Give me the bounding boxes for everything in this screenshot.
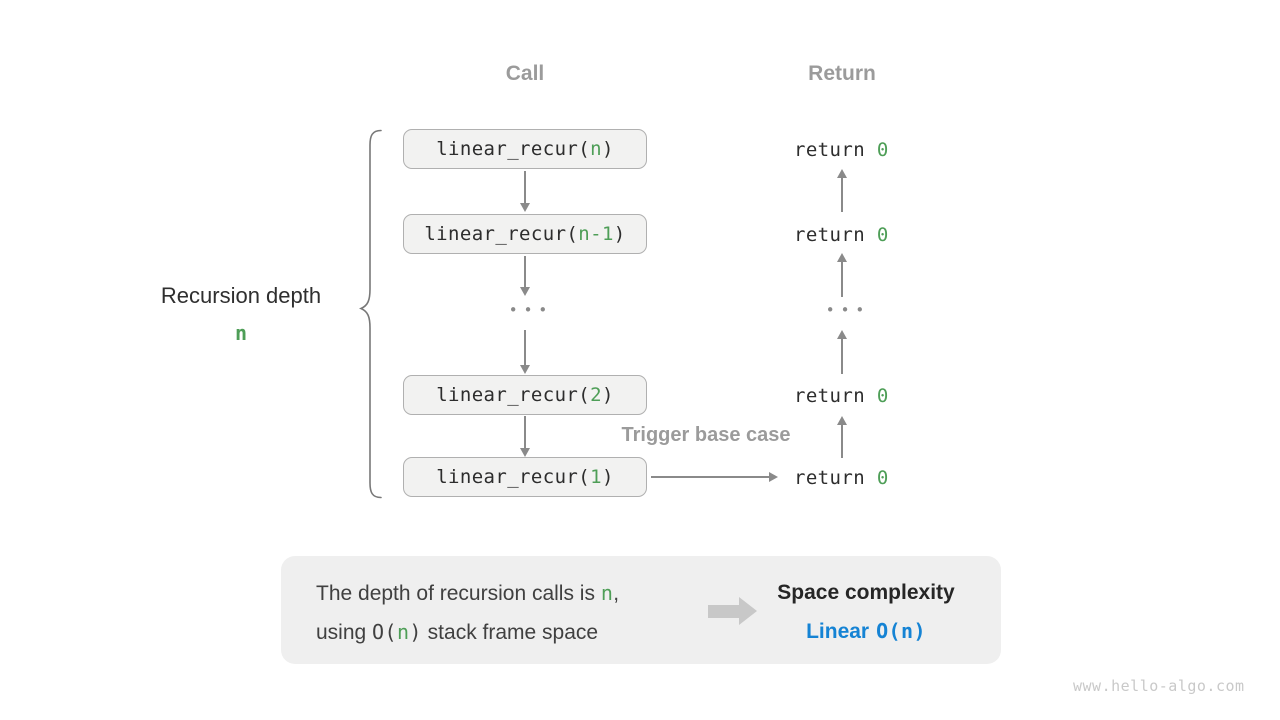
code-text: linear_recur( [436,384,591,406]
code-text: ) [613,223,626,245]
code-text: ) [913,619,926,643]
code-value: 0 [876,385,889,407]
code-n: n [901,619,914,643]
code-text: return [794,385,877,407]
code-n: n [600,581,614,605]
summary-text: stack frame space [421,621,599,644]
complexity-code: O(n) [876,619,926,643]
code-value: 0 [876,467,889,489]
code-value: 0 [876,139,889,161]
summary-text: , [613,582,620,605]
arrow-down-icon [520,330,530,374]
code-arg: 1 [590,466,602,488]
code-text: return [794,467,877,489]
arrow-up-icon [837,416,847,458]
return-statement: return 0 [794,467,904,489]
arrow-right-icon [651,472,778,482]
space-complexity-value: Linear O(n) [746,619,986,644]
return-statement: return 0 [794,139,904,161]
arrow-up-icon [837,330,847,374]
call-column-header: Call [505,62,545,85]
summary-line-1: The depth of recursion calls is n, [316,580,619,607]
arrow-down-icon [520,171,530,212]
code-text: return [794,139,877,161]
watermark: www.hello-algo.com [1073,677,1245,695]
call-box-linear-recur-2: linear_recur(2) [403,375,647,415]
code-text: linear_recur( [436,138,591,160]
arrow-up-icon [837,169,847,212]
space-complexity-title: Space complexity [777,581,955,604]
code-text: ) [601,466,614,488]
code-n: n [396,620,410,644]
arrow-up-icon [837,253,847,297]
return-statement: return 0 [794,224,904,246]
code-text: linear_recur( [424,223,579,245]
recursion-depth-value: n [234,321,248,345]
summary-panel: The depth of recursion calls is n, using… [281,556,1001,664]
summary-line-2: using O(n) stack frame space [316,619,598,646]
block-arrow-icon [708,605,739,618]
call-box-linear-recur-1: linear_recur(1) [403,457,647,497]
trigger-base-case-label: Trigger base case [621,424,791,446]
recursion-depth-brace [359,129,382,499]
arrow-down-icon [520,256,530,296]
brace-path [359,129,382,499]
code-arg: n-1 [578,223,614,245]
summary-text: using [316,621,373,644]
recursion-depth-label: Recursion depth [160,283,322,308]
code-arg: 2 [590,384,602,406]
code-text: ) [601,138,614,160]
code-arg: n [590,138,602,160]
code-text: O( [372,620,397,644]
return-statement: return 0 [794,385,904,407]
code-text: ) [409,620,422,644]
ellipsis-return: ••• [825,301,871,319]
block-arrow-head-icon [739,597,757,625]
code-text: linear_recur( [436,466,591,488]
ellipsis-call: ••• [508,301,554,319]
code-value: 0 [876,224,889,246]
code-text: O( [876,619,901,643]
return-column-header: Return [808,62,876,85]
code-text: return [794,224,877,246]
code-text: ) [601,384,614,406]
arrow-down-icon [520,416,530,457]
call-box-linear-recur-n-1: linear_recur(n-1) [403,214,647,254]
complexity-word: Linear [806,620,870,643]
summary-text: The depth of recursion calls is [316,582,601,605]
call-box-linear-recur-n: linear_recur(n) [403,129,647,169]
